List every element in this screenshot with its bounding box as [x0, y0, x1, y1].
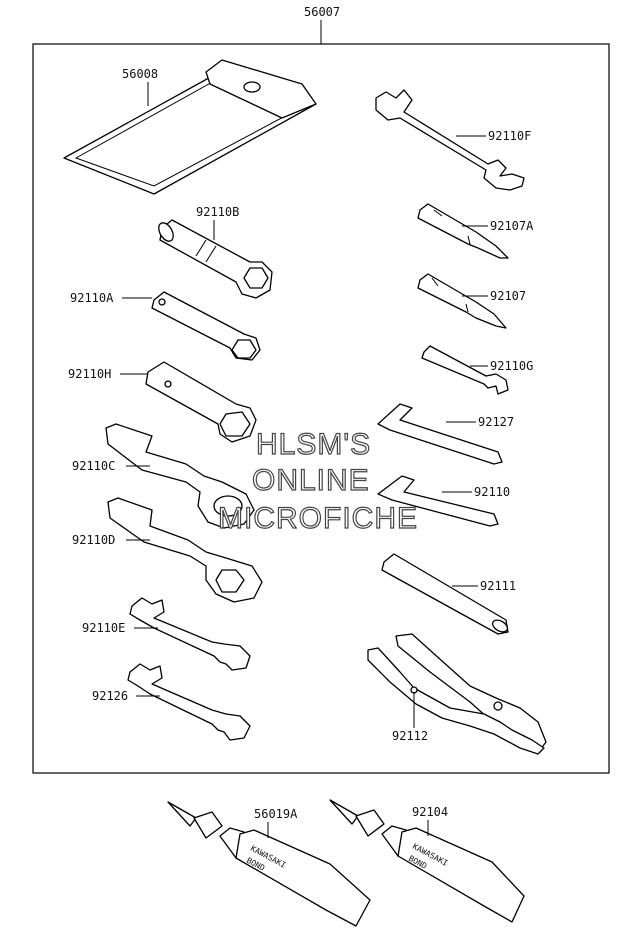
part-label-92107[interactable]: 92107: [490, 289, 526, 303]
pliers-92112-drawing: [367, 633, 547, 755]
extension-bar-92111-drawing: [381, 553, 509, 635]
part-label-92110[interactable]: 92110: [474, 485, 510, 499]
part-label-92110C[interactable]: 92110C: [72, 459, 115, 473]
hex-key-92127-drawing: [377, 403, 503, 465]
part-label-92107A[interactable]: 92107A: [490, 219, 534, 233]
part-label-92110F[interactable]: 92110F: [488, 129, 531, 143]
combo-wrench-92126-drawing: [127, 663, 251, 741]
ring-wrench-92110D-drawing: [107, 497, 263, 603]
part-label-92112[interactable]: 92112: [392, 729, 428, 743]
hex-socket-92110H-drawing: [145, 361, 257, 443]
kit-frame: [32, 43, 610, 774]
part-label-92111[interactable]: 92111: [480, 579, 516, 593]
small-wrench-92110G-drawing: [421, 345, 509, 395]
part-label-92110B[interactable]: 92110B: [196, 205, 239, 219]
part-label-92110D[interactable]: 92110D: [72, 533, 115, 547]
hex-key-92110-drawing: [377, 475, 499, 527]
screwdriver-92107-drawing: [417, 273, 507, 329]
open-end-wrench-92110F-drawing: [375, 89, 525, 191]
part-label-92110A[interactable]: 92110A: [70, 291, 114, 305]
part-label-92127[interactable]: 92127: [478, 415, 514, 429]
screwdriver-92107A-drawing: [417, 203, 509, 259]
tool-bag-drawing: [63, 59, 317, 195]
part-label-56019A[interactable]: 56019A: [254, 807, 298, 821]
part-label-92126[interactable]: 92126: [92, 689, 128, 703]
sealant-tube-56019A-drawing: KAWASAKI BOND: [167, 801, 371, 927]
combo-wrench-92110E-drawing: [129, 597, 251, 671]
part-label-92104[interactable]: 92104: [412, 805, 448, 819]
watermark-line-3: MICROFICHE: [218, 502, 418, 535]
watermark-line-1: HLSM'S: [256, 428, 371, 461]
kit-number-label: 56007: [304, 5, 340, 19]
part-label-92110G[interactable]: 92110G: [490, 359, 533, 373]
ring-wrench-92110C-drawing: [105, 423, 255, 529]
socket-wrench-92110B-drawing: [158, 219, 273, 299]
part-label-92110E[interactable]: 92110E: [82, 621, 125, 635]
part-label-56008[interactable]: 56008: [122, 67, 158, 81]
box-wrench-92110A-drawing: [151, 291, 261, 361]
watermark: HLSM'S ONLINE MICROFICHE: [217, 427, 418, 535]
watermark-line-2: ONLINE: [252, 464, 370, 497]
part-label-92110H[interactable]: 92110H: [68, 367, 111, 381]
